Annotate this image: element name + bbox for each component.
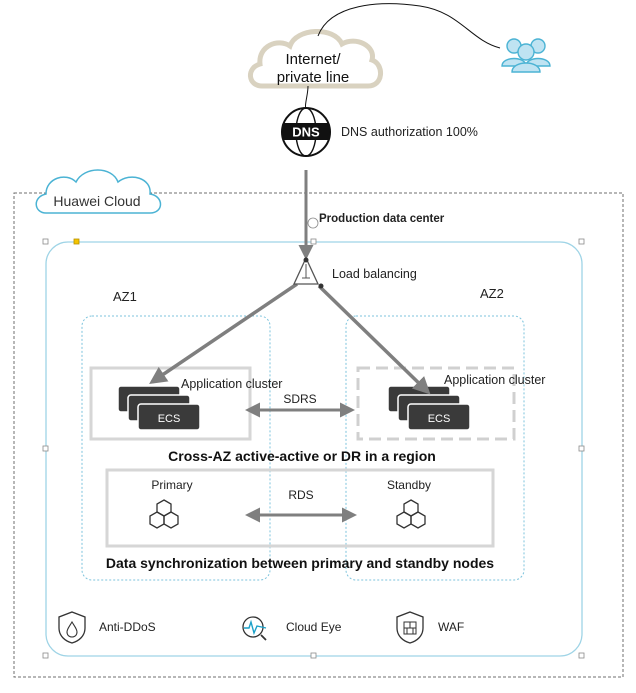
internet-label-line1: Internet/	[285, 51, 341, 68]
load-balancer-icon	[292, 256, 324, 289]
app-cluster-label-right: Application cluster	[444, 373, 545, 387]
standby-label: Standby	[387, 478, 431, 492]
handle	[42, 445, 49, 452]
db-sync-caption: Data synchronization between primary and…	[106, 555, 494, 571]
internet-cloud: Internet/ private line	[248, 29, 383, 89]
az2-label: AZ2	[480, 286, 504, 301]
internet-cloud-icon	[248, 29, 383, 89]
primary-label: Primary	[151, 478, 192, 492]
production-datacenter-label: Production data center	[319, 213, 445, 225]
yellow-handle	[73, 238, 80, 245]
users-group-icon	[501, 38, 551, 73]
anti-ddos-service: Anti-DDoS	[58, 611, 156, 644]
handle	[310, 238, 317, 245]
shield-drop-icon	[58, 611, 86, 644]
az1-label: AZ1	[113, 289, 137, 304]
rds-label: RDS	[288, 488, 313, 502]
anti-ddos-label: Anti-DDoS	[99, 620, 156, 634]
cloud-eye-service: Cloud Eye	[242, 616, 342, 641]
internet-label-line2: private line	[277, 69, 350, 86]
lb-to-az2-arrow	[317, 284, 431, 395]
selection-handles	[42, 238, 585, 659]
database-box	[105, 468, 495, 548]
cloud-outline-icon	[35, 169, 162, 214]
dns-icon-text: DNS	[292, 125, 320, 140]
waf-label: WAF	[438, 620, 464, 634]
database-standby-icon	[396, 499, 426, 529]
handle	[578, 238, 585, 245]
ecs-server-icon	[407, 403, 471, 431]
load-balancing-label: Load balancing	[332, 267, 417, 281]
az2-box	[345, 315, 525, 581]
app-cluster-label-left: Application cluster	[181, 377, 282, 391]
handle	[578, 445, 585, 452]
dns-caption: DNS authorization 100%	[341, 125, 478, 139]
waf-service: WAF	[396, 611, 464, 644]
handle	[42, 652, 49, 659]
ecs-label-right: ECS	[428, 413, 451, 425]
dns-globe-icon: DNS	[281, 107, 331, 157]
sdrs-label: SDRS	[283, 392, 316, 406]
ecs-stack-right: ECS	[387, 385, 471, 431]
database-primary-icon	[149, 499, 179, 529]
ecs-server-icon	[137, 403, 201, 431]
huawei-cloud-boundary	[13, 192, 624, 678]
huawei-cloud-badge: Huawei Cloud	[35, 169, 162, 214]
rotate-handle-icon	[307, 217, 319, 229]
handle	[578, 652, 585, 659]
firewall-shield-icon	[396, 611, 424, 644]
cloud-eye-label: Cloud Eye	[286, 620, 342, 634]
app-cluster-box-right	[356, 366, 516, 441]
az1-box	[81, 315, 271, 581]
handle	[42, 238, 49, 245]
ecs-label-left: ECS	[158, 413, 181, 425]
lb-to-az1-arrow	[149, 282, 298, 384]
region-caption: Cross-AZ active-active or DR in a region	[168, 448, 436, 464]
huawei-cloud-label: Huawei Cloud	[53, 193, 140, 209]
ecs-stack-left: ECS	[117, 385, 201, 431]
handle	[310, 652, 317, 659]
users-connection-line	[317, 3, 501, 49]
